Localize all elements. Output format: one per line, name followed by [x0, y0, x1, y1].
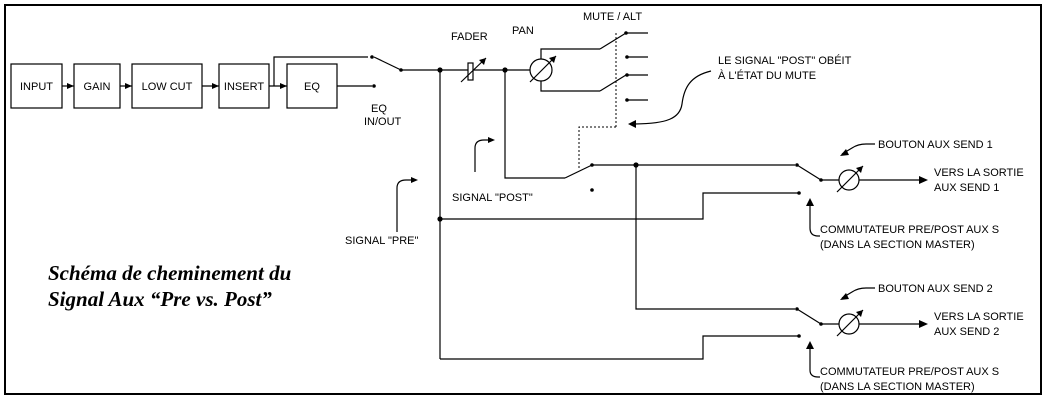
pan-label: PAN: [512, 25, 534, 37]
aux2-knob: [836, 309, 928, 337]
aux1-out-line2: AUX SEND 1: [934, 182, 999, 194]
aux2-out-line1: VERS LA SORTIE: [934, 311, 1024, 323]
signal-post-label: SIGNAL "POST": [452, 192, 533, 204]
aux2-switch-line2: (DANS LA SECTION MASTER): [820, 381, 975, 393]
pre-wire-aux2: [440, 335, 799, 360]
fader-symbol: [460, 57, 530, 83]
block-gain: GAIN: [73, 63, 121, 109]
pre-wire-aux1: [440, 192, 799, 220]
aux2-switch-line1: COMMUTATEUR PRE/POST AUX S: [820, 366, 999, 378]
aux2-switch-arrow: [809, 346, 820, 378]
block-eq-label: EQ: [304, 81, 320, 93]
eq-in-out-label-line2: IN/OUT: [364, 116, 402, 128]
eq-in-out-label-line1: EQ: [371, 103, 387, 115]
signal-post-arrow: [474, 139, 492, 172]
aux2-out-line2: AUX SEND 2: [934, 326, 999, 338]
post-signal-wire: [504, 70, 565, 179]
block-low-cut: LOW CUT: [131, 63, 203, 109]
chain-connectors: [62, 56, 372, 89]
mute-link-dashed: [578, 126, 616, 168]
block-input: INPUT: [10, 63, 63, 109]
signal-pre-arrow: [396, 179, 414, 232]
aux1-out-line1: VERS LA SORTIE: [934, 167, 1024, 179]
aux1-switch-arrow: [809, 203, 820, 237]
eq-in-out-switch: [370, 55, 403, 88]
block-low-cut-label: LOW CUT: [142, 81, 193, 93]
aux1-knob-arrow: [841, 143, 875, 155]
post-note-line2: À L'ÉTAT DU MUTE: [718, 69, 816, 82]
aux1-knob: [836, 165, 928, 193]
caption-line2: Signal Aux “Pre vs. Post”: [48, 287, 272, 311]
block-gain-label: GAIN: [84, 81, 111, 93]
block-insert: INSERT: [218, 63, 270, 109]
aux1-switch-line1: COMMUTATEUR PRE/POST AUX S: [820, 224, 999, 236]
mute-alt-label: MUTE / ALT: [583, 11, 642, 23]
mute-alt-switches: [599, 31, 648, 127]
aux1-switch: [795, 163, 839, 195]
pan-knob: [529, 48, 600, 92]
post-mute-switch: [564, 164, 593, 179]
aux2-knob-label: BOUTON AUX SEND 2: [878, 283, 993, 295]
block-input-label: INPUT: [20, 81, 53, 93]
aux1-knob-label: BOUTON AUX SEND 1: [878, 139, 993, 151]
caption-line1: Schéma de cheminement du: [48, 261, 291, 285]
aux2-switch: [795, 307, 839, 338]
aux2-knob-arrow: [841, 287, 875, 299]
aux1-switch-line2: (DANS LA SECTION MASTER): [820, 239, 975, 251]
signal-pre-label: SIGNAL "PRE": [345, 235, 419, 247]
post-note-arrow: [631, 70, 712, 125]
fader-label: FADER: [451, 31, 488, 43]
post-wire-aux2: [635, 165, 795, 310]
block-insert-label: INSERT: [224, 81, 264, 93]
post-note-line1: LE SIGNAL "POST" OBÉIT: [718, 54, 852, 67]
block-eq: EQ: [286, 63, 338, 109]
